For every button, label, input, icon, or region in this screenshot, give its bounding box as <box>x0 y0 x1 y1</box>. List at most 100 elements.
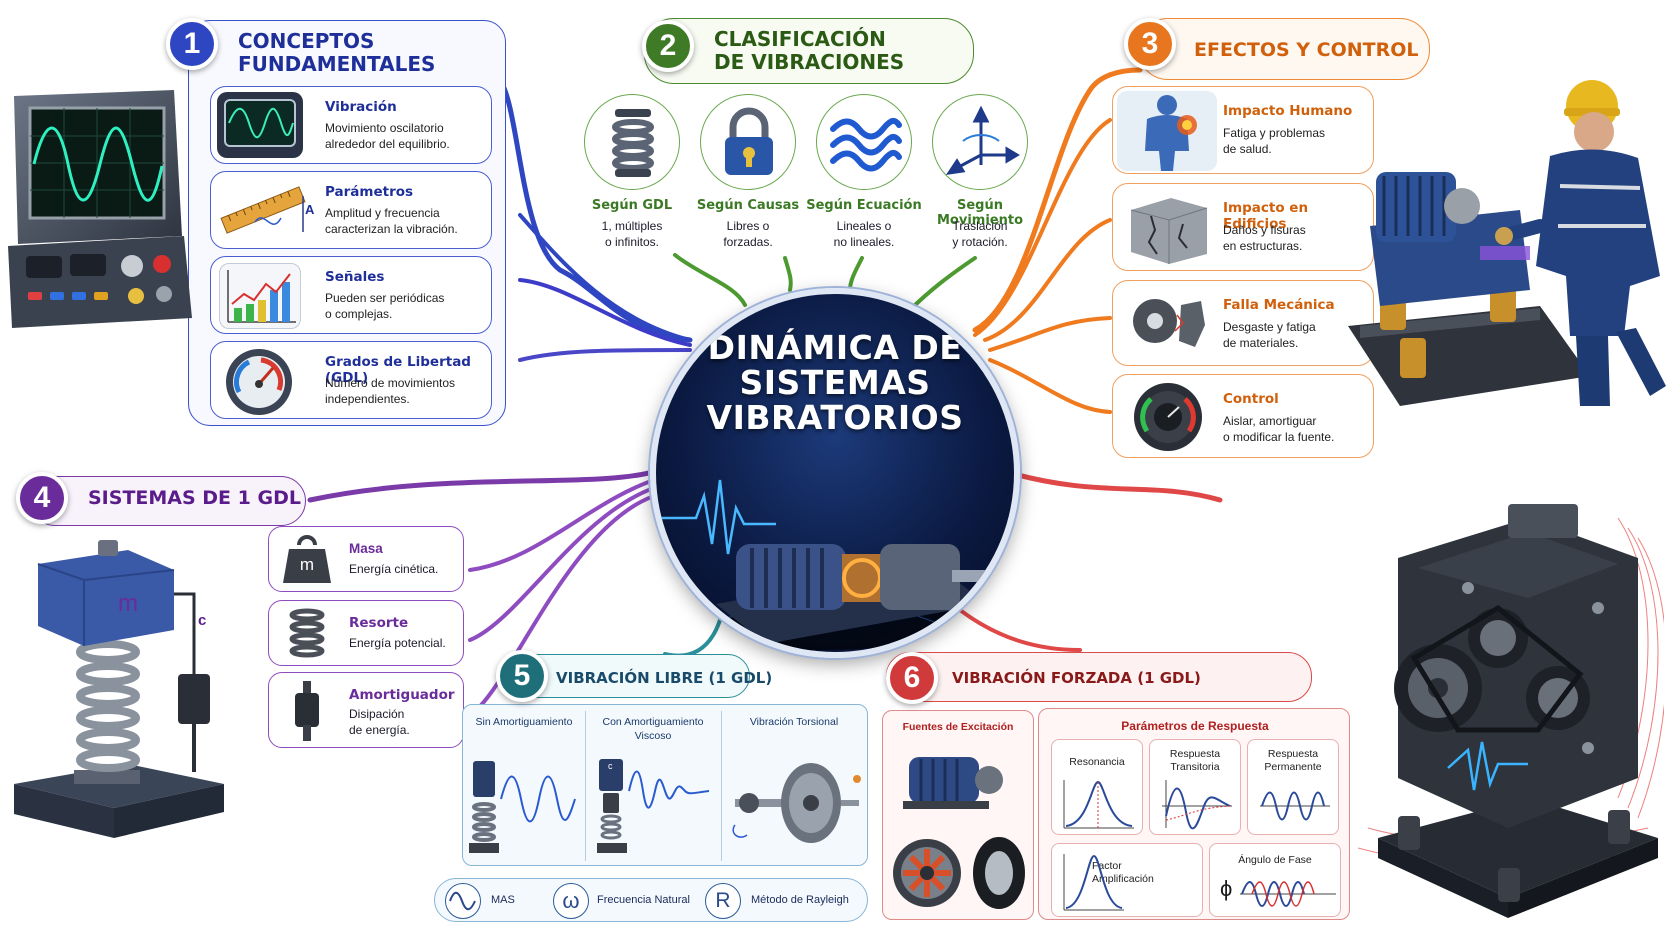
motor-icon <box>903 757 1003 809</box>
card-title: Parámetros <box>325 184 414 200</box>
circle-segun-ecuacion <box>816 94 912 190</box>
section-6-frame <box>886 652 1312 702</box>
response-angulo-fase: Ángulo de Fase ϕ <box>1209 843 1341 917</box>
section-6-title: VIBRACIÓN FORZADA (1 GDL) <box>952 669 1201 687</box>
resonance-curve-icon <box>1063 780 1134 829</box>
circle-desc: Libres o forzadas. <box>723 219 773 249</box>
lock-icon <box>725 107 773 175</box>
section-4-title: SISTEMAS DE 1 GDL <box>88 487 301 509</box>
section-5-badge: 5 <box>496 650 548 702</box>
circle-title: Según GDL <box>591 198 673 213</box>
card-title: Grados de Libertad (GDL) <box>325 354 471 386</box>
card-desc: Amplitud y frecuencia caracterizan la vi… <box>325 206 458 236</box>
card-title: Control <box>1223 391 1279 407</box>
response-title: Respuesta Transitoria <box>1169 748 1221 773</box>
card-desc: Pueden ser periódicas o complejas. <box>325 291 445 321</box>
mass-spring-damper-model: m c <box>8 534 236 840</box>
card-gdl: Grados de Libertad (GDL) Número de movim… <box>210 341 492 419</box>
transient-curve-icon <box>1162 780 1232 830</box>
response-factor-amplificacion: Factor Amplificación <box>1051 843 1203 917</box>
oscilloscope-icon <box>217 92 303 158</box>
damped-oscillator-icon <box>597 759 710 853</box>
central-title: DINÁMICA DE SISTEMAS VIBRATORIOS <box>706 328 964 437</box>
omega-icon: ω <box>553 883 589 919</box>
torsional-disk-icon <box>732 763 861 843</box>
circle-segun-gdl <box>584 94 680 190</box>
panel-divider <box>585 711 586 861</box>
ruler-icon <box>215 178 311 242</box>
response-title: Resonancia <box>1069 756 1125 768</box>
circle-title: Según Movimiento <box>936 198 1024 228</box>
circle-segun-causas <box>700 94 796 190</box>
card-desc: Desgaste y fatiga de materiales. <box>1223 320 1316 350</box>
wheel-fan-icon <box>893 837 1025 909</box>
response-parameters-panel: Parámetros de Respuesta Resonancia Respu… <box>1038 708 1350 920</box>
sine-icon <box>445 883 481 919</box>
card-title: Amortiguador <box>349 687 455 703</box>
damper-symbol: c <box>608 761 613 771</box>
free-vibration-panel: Sin Amortiguamiento Con Amortiguamiento … <box>462 704 868 866</box>
panel-title: Parámetros de Respuesta <box>1121 719 1269 733</box>
excitation-sources-panel: Fuentes de Excitación <box>882 710 1034 920</box>
spring-icon <box>612 109 654 177</box>
central-node: DINÁMICA DE SISTEMAS VIBRATORIOS <box>650 288 1020 658</box>
card-desc: Movimiento oscilatorio alrededor del equ… <box>325 121 450 151</box>
panel-title: Vibración Torsional <box>749 716 839 728</box>
circle-desc: Traslación y rotación. <box>952 219 1008 249</box>
oscilloscope-illustration <box>6 86 192 330</box>
circle-desc: Lineales o no lineales. <box>833 219 895 249</box>
card-desc: Fatiga y problemas de salud. <box>1223 126 1326 156</box>
panel-title: Fuentes de Excitación <box>902 721 1014 733</box>
spring-icon <box>287 605 327 663</box>
card-desc: Daños y fisuras en estructuras. <box>1223 223 1306 253</box>
gauge-icon <box>221 346 297 416</box>
dial-icon <box>1125 379 1211 455</box>
panel-title: Con Amortiguamiento Viscoso <box>602 716 704 742</box>
response-resonancia: Resonancia <box>1051 739 1143 835</box>
circle-segun-movimiento <box>932 94 1028 190</box>
card-desc: Número de movimientos independientes. <box>325 376 456 406</box>
card-control: Control Aislar, amortiguar o modificar l… <box>1112 374 1374 458</box>
card-desc: Energía cinética. <box>349 562 439 576</box>
card-title: Señales <box>325 269 385 285</box>
phase-curve-icon <box>1240 881 1336 907</box>
concept-label: Método de Rayleigh <box>751 894 849 906</box>
section-5-title: VIBRACIÓN LIBRE (1 GDL) <box>556 669 773 687</box>
card-desc: Disipación de energía. <box>349 707 410 737</box>
waves-icon <box>830 117 902 172</box>
response-permanente: Respuesta Permanente <box>1247 739 1339 835</box>
card-parametros: A Parámetros Amplitud y frecuencia carac… <box>210 171 492 249</box>
card-vibracion: Vibración Movimiento oscilatorio alreded… <box>210 86 492 164</box>
card-title: Falla Mecánica <box>1223 297 1335 313</box>
central-motor-illustration <box>656 479 1007 652</box>
card-impacto-edificios: Impacto en Edificios Daños y fisuras en … <box>1112 183 1374 271</box>
section-4-frame <box>30 476 306 526</box>
section-1-title: CONCEPTOS FUNDAMENTALES <box>238 29 436 76</box>
section-4-badge: 4 <box>16 472 68 524</box>
card-title: Impacto Humano <box>1223 103 1353 119</box>
card-impacto-humano: Impacto Humano Fatiga y problemas de sal… <box>1112 86 1374 174</box>
card-title: Impacto en Edificios <box>1223 200 1309 232</box>
section-2-frame <box>644 18 974 84</box>
cracked-block-icon <box>1121 190 1215 266</box>
weight-icon: m <box>281 533 333 587</box>
free-vibration-concepts: MAS ω Frecuencia Natural R Método de Ray… <box>434 878 868 922</box>
card-falla-mecanica: Falla Mecánica Desgaste y fatiga de mate… <box>1112 280 1374 366</box>
card-resorte: Resorte Energía potencial. <box>268 600 464 666</box>
concept-label: Frecuencia Natural <box>597 894 690 906</box>
section-1-badge: 1 <box>166 18 218 70</box>
section-6-badge: 6 <box>886 652 938 704</box>
broken-gear-icon <box>1121 285 1215 361</box>
section-2-title: CLASIFICACIÓN DE VIBRACIONES <box>714 27 905 74</box>
steady-state-curve-icon <box>1260 791 1330 821</box>
engine-illustration <box>1357 498 1667 938</box>
chart-icon <box>219 263 301 329</box>
card-desc: Energía potencial. <box>349 636 446 650</box>
amplitude-symbol: A <box>305 202 315 217</box>
section-3-badge: 3 <box>1124 18 1176 70</box>
response-title: Ángulo de Fase <box>1238 854 1312 866</box>
axes-icon <box>945 105 1020 175</box>
circle-title: Según Ecuación <box>806 198 922 213</box>
card-title: Resorte <box>349 615 409 631</box>
panel-title: Sin Amortiguamiento <box>475 716 573 728</box>
